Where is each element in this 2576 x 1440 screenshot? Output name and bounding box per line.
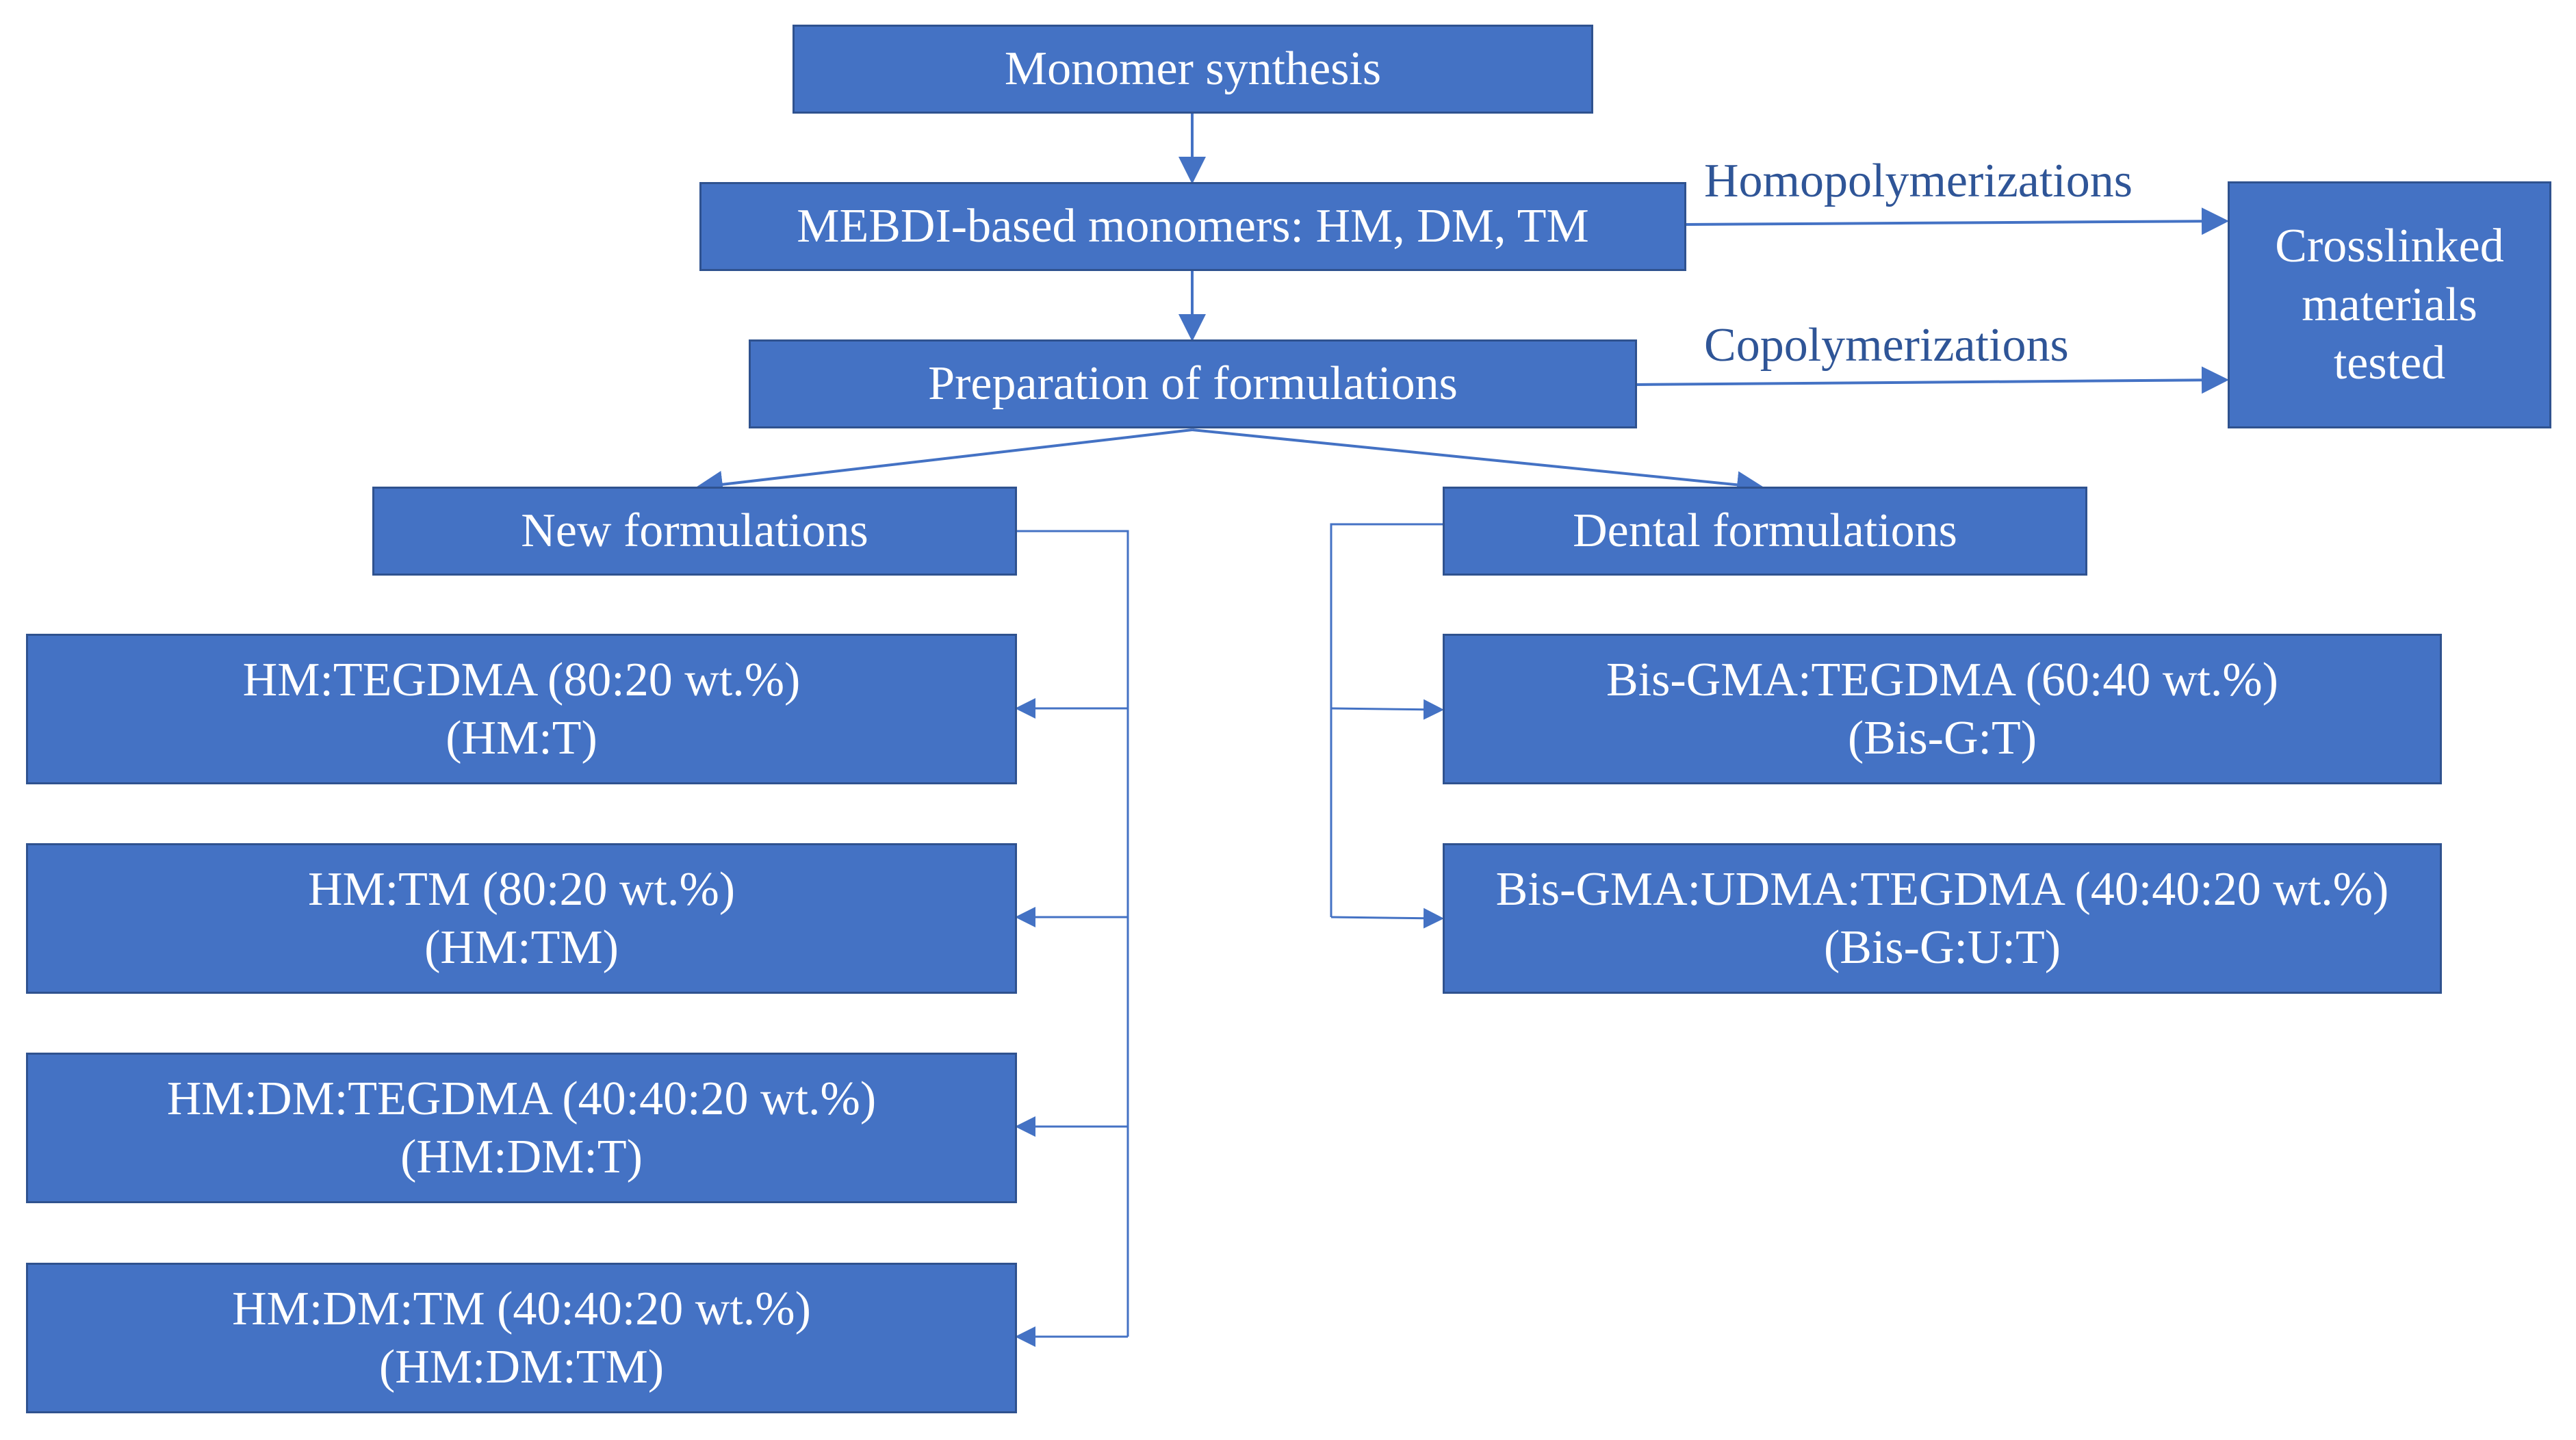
dental-formulations-box: Dental formulations xyxy=(1443,487,2087,576)
formulation-composition: HM:DM:TM (40:40:20 wt.%) xyxy=(232,1282,811,1335)
new-formulations-box: New formulations xyxy=(372,487,1017,576)
formulation-composition: HM:TEGDMA (80:20 wt.%) xyxy=(242,653,801,706)
formulation-code: (Bis-G:U:T) xyxy=(1823,921,2061,974)
formulation-code: (HM:T) xyxy=(446,712,597,764)
formulation-code: (HM:DM:TM) xyxy=(378,1341,665,1393)
dental-formulations-bracket xyxy=(1330,523,1443,917)
new-formulation-item: HM:DM:TM (40:40:20 wt.%) (HM:DM:TM) xyxy=(26,1263,1017,1413)
formulation-code: (HM:DM:T) xyxy=(400,1131,643,1183)
homopolymerizations-label: Homopolymerizations xyxy=(1704,155,2133,207)
crosslinked-line-2: materials xyxy=(2302,278,2477,331)
arrow-to-dental-formulations xyxy=(1192,428,1764,499)
arrow-copolymerizations xyxy=(1634,366,2229,394)
preparation-label: Preparation of formulations xyxy=(928,357,1458,411)
arrow-dental-item-2 xyxy=(1330,908,1444,929)
new-formulations-title: New formulations xyxy=(521,504,868,558)
arrow-homopolymerizations xyxy=(1684,207,2229,235)
formulation-composition: Bis-GMA:UDMA:TEGDMA (40:40:20 wt.%) xyxy=(1495,862,2389,916)
monomer-synthesis-label: Monomer synthesis xyxy=(1004,42,1382,96)
new-formulation-item: HM:TEGDMA (80:20 wt.%) (HM:T) xyxy=(26,634,1017,784)
formulation-composition: HM:DM:TEGDMA (40:40:20 wt.%) xyxy=(166,1072,877,1125)
crosslinked-materials-box: Crosslinked materials tested xyxy=(2228,181,2551,428)
crosslinked-line-1: Crosslinked xyxy=(2275,220,2504,273)
arrow-dental-item-1 xyxy=(1330,699,1444,720)
formulation-composition: HM:TM (80:20 wt.%) xyxy=(307,862,736,916)
new-formulation-item: HM:DM:TEGDMA (40:40:20 wt.%) (HM:DM:T) xyxy=(26,1053,1017,1203)
formulation-code: (HM:TM) xyxy=(424,921,619,974)
new-formulation-item: HM:TM (80:20 wt.%) (HM:TM) xyxy=(26,843,1017,994)
copolymerizations-label: Copolymerizations xyxy=(1704,319,2069,372)
mebdi-monomers-label: MEBDI-based monomers: HM, DM, TM xyxy=(797,200,1589,253)
preparation-box: Preparation of formulations xyxy=(749,339,1637,428)
formulation-code: (Bis-G:T) xyxy=(1847,712,2037,764)
arrow-to-new-formulations xyxy=(695,428,1193,498)
formulation-composition: Bis-GMA:TEGDMA (60:40 wt.%) xyxy=(1606,653,2278,706)
dental-formulation-item: Bis-GMA:UDMA:TEGDMA (40:40:20 wt.%) (Bis… xyxy=(1443,843,2442,994)
new-formulations-bracket xyxy=(1016,530,1129,1337)
mebdi-monomers-box: MEBDI-based monomers: HM, DM, TM xyxy=(699,182,1686,271)
crosslinked-line-3: tested xyxy=(2333,337,2446,390)
dental-formulation-item: Bis-GMA:TEGDMA (60:40 wt.%) (Bis-G:T) xyxy=(1443,634,2442,784)
dental-formulations-title: Dental formulations xyxy=(1573,504,1957,558)
monomer-synthesis-box: Monomer synthesis xyxy=(793,25,1593,114)
